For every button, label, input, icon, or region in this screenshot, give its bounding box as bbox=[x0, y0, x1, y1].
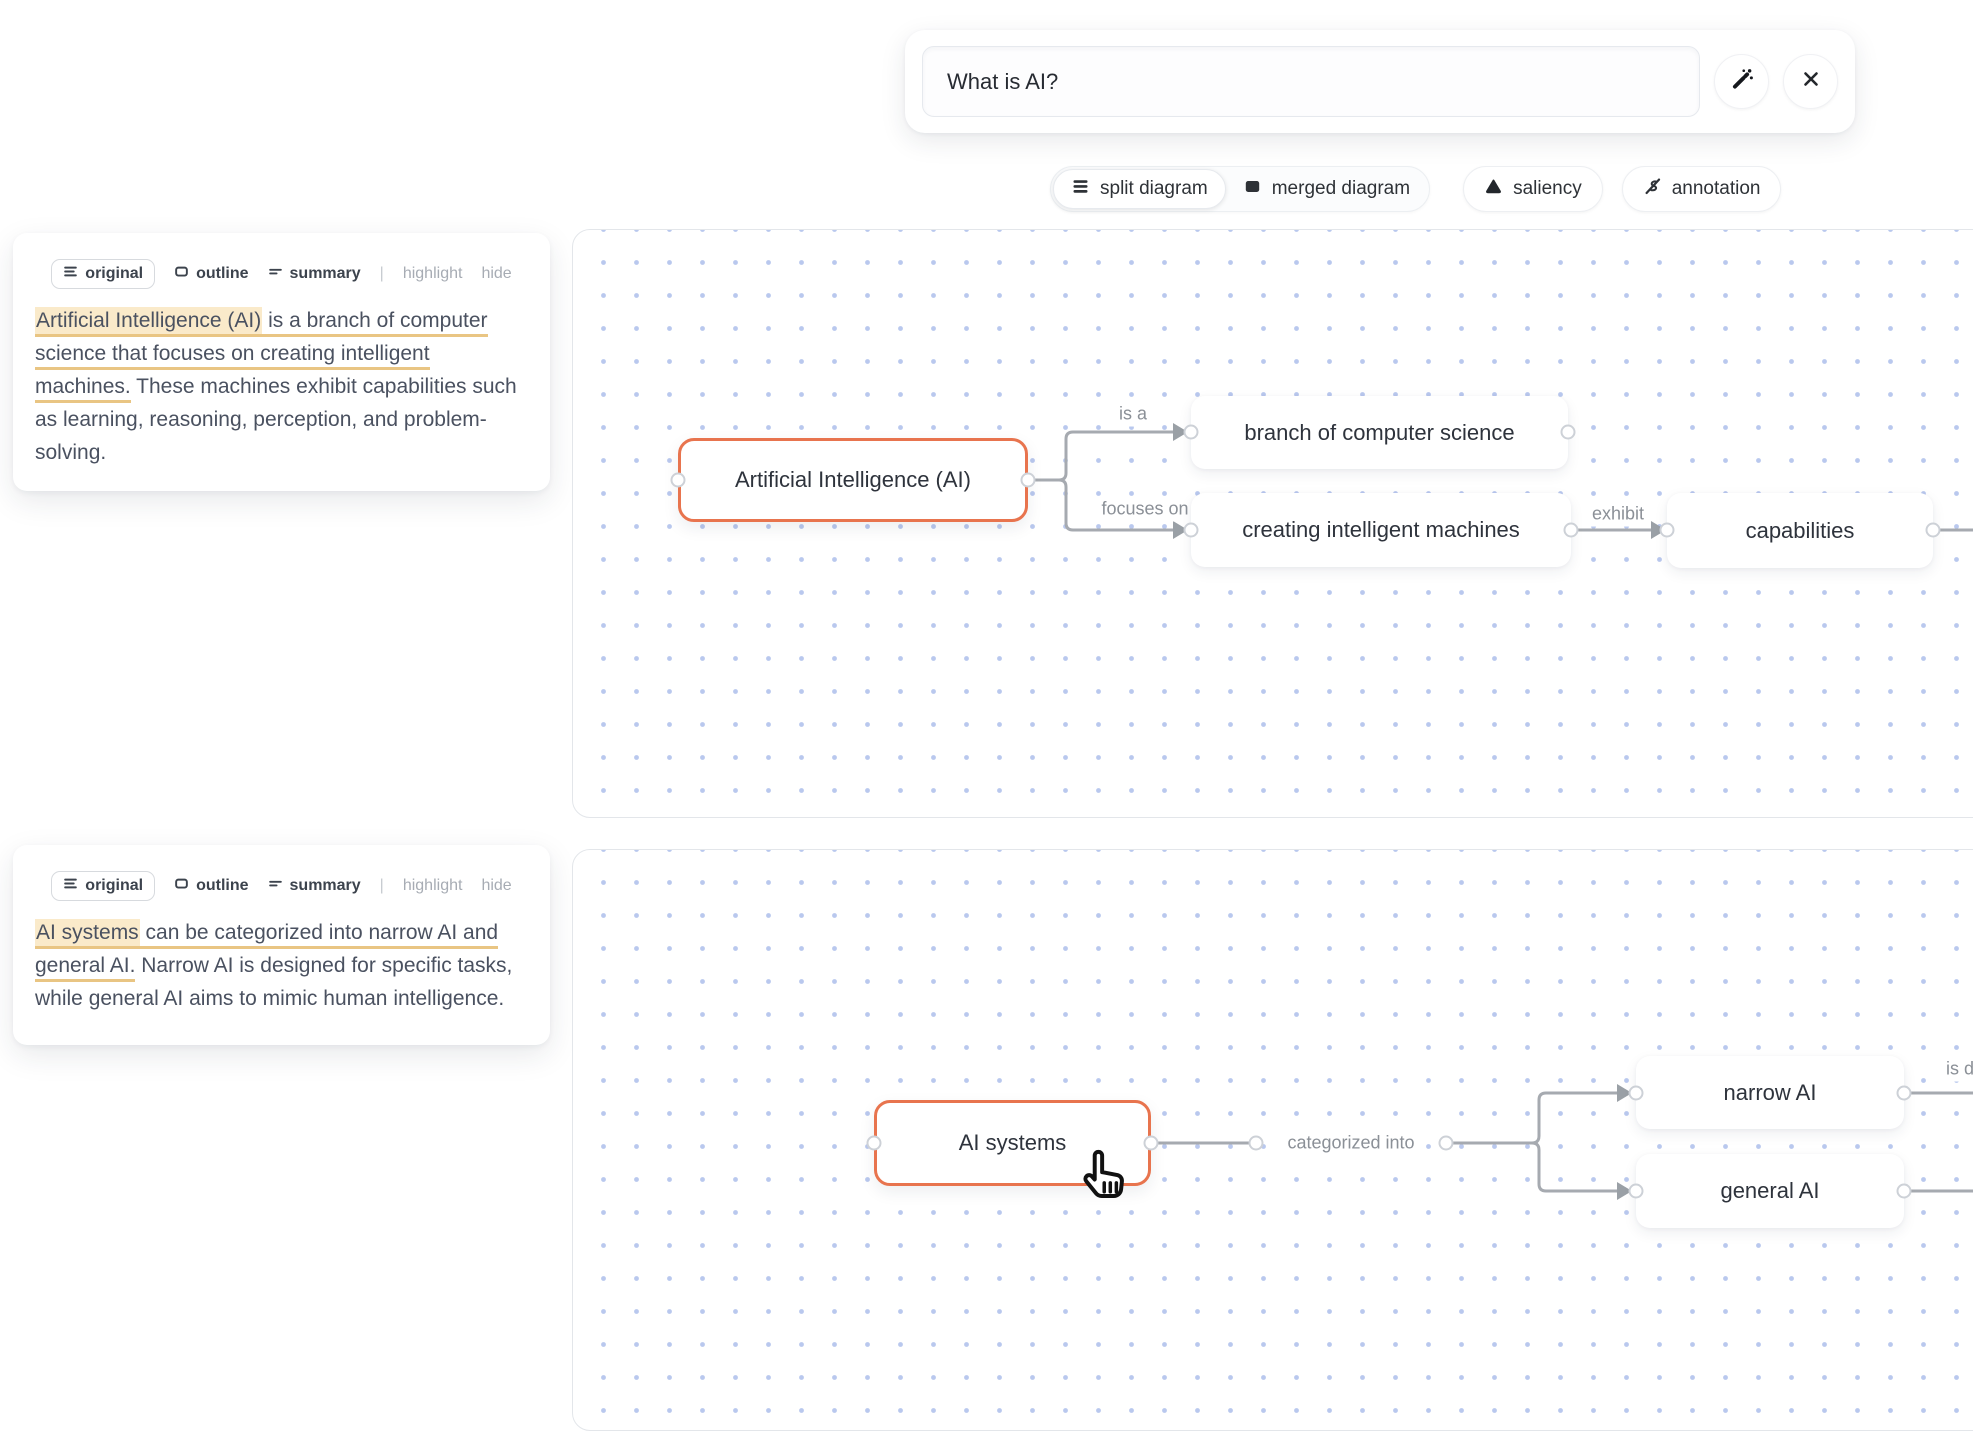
panel-toolbar: original outline summary | highlight hid… bbox=[35, 871, 528, 901]
rows-icon bbox=[1071, 177, 1090, 202]
original-tab[interactable]: original bbox=[51, 259, 156, 289]
diagram-node[interactable]: Artificial Intelligence (AI) bbox=[678, 438, 1028, 522]
outline-square-icon bbox=[174, 264, 189, 284]
outline-label: outline bbox=[196, 265, 249, 282]
triangle-icon bbox=[1484, 177, 1503, 202]
text-segment: These machines exhibit capabilities such… bbox=[35, 375, 517, 464]
diagram-node[interactable]: AI systems bbox=[874, 1100, 1151, 1186]
panel-paragraph: Artificial Intelligence (AI) is a branch… bbox=[35, 304, 528, 469]
filled-square-icon bbox=[1243, 177, 1262, 202]
close-button[interactable] bbox=[1783, 54, 1838, 109]
diagram-node[interactable]: narrow AI bbox=[1636, 1056, 1904, 1129]
outline-square-icon bbox=[174, 876, 189, 896]
edge-label[interactable]: is d bbox=[1939, 1056, 1973, 1082]
highlight-tab[interactable]: highlight bbox=[402, 265, 463, 282]
diagram-mode-group: split diagram merged diagram bbox=[1050, 166, 1431, 212]
text-segment: can be categorized into narrow AI and ge… bbox=[35, 919, 499, 982]
diagram-node[interactable]: general AI bbox=[1636, 1154, 1904, 1228]
original-label: original bbox=[85, 877, 144, 894]
merged-diagram-label: merged diagram bbox=[1271, 178, 1411, 199]
summary-label: summary bbox=[289, 877, 361, 894]
split-diagram-label: split diagram bbox=[1100, 178, 1208, 199]
text-segment: is a branch of computer science that foc… bbox=[35, 307, 488, 403]
magic-wand-button[interactable] bbox=[1714, 54, 1769, 109]
align-lines-icon bbox=[63, 876, 78, 896]
hide-tab[interactable]: hide bbox=[481, 877, 512, 894]
toolbar-divider: | bbox=[379, 877, 384, 894]
summary-lines-icon bbox=[268, 876, 283, 896]
hide-tab[interactable]: hide bbox=[481, 265, 512, 282]
panel-toolbar: original outline summary | highlight hid… bbox=[35, 259, 528, 289]
source-text-panel-2: original outline summary | highlight hid… bbox=[13, 845, 550, 1045]
source-text-panel-1: original outline summary | highlight hid… bbox=[13, 233, 550, 491]
annotation-button[interactable]: annotation bbox=[1621, 166, 1782, 212]
diagram-node[interactable]: capabilities bbox=[1667, 493, 1933, 568]
query-input[interactable] bbox=[922, 46, 1700, 117]
merged-diagram-button[interactable]: merged diagram bbox=[1226, 169, 1427, 209]
split-diagram-button[interactable]: split diagram bbox=[1053, 169, 1226, 209]
summary-label: summary bbox=[289, 265, 361, 282]
view-mode-toolbar: split diagram merged diagram saliency an… bbox=[1050, 166, 1782, 212]
toolbar-divider: | bbox=[379, 265, 384, 282]
panel-paragraph: AI systems can be categorized into narro… bbox=[35, 916, 528, 1015]
original-label: original bbox=[85, 265, 144, 282]
text-segment: AI systems bbox=[35, 919, 140, 949]
diagram-canvas-1[interactable]: Artificial Intelligence (AI) branch of co… bbox=[572, 229, 1973, 818]
edge-label[interactable]: focuses on bbox=[1095, 496, 1195, 522]
outline-tab[interactable]: outline bbox=[174, 264, 249, 284]
annotation-label: annotation bbox=[1671, 178, 1761, 199]
close-icon bbox=[1800, 68, 1822, 95]
saliency-label: saliency bbox=[1513, 178, 1582, 199]
diagram-node[interactable]: creating intelligent machines bbox=[1191, 493, 1571, 567]
text-segment: Narrow AI is designed for specific tasks… bbox=[35, 954, 513, 1010]
summary-lines-icon bbox=[268, 264, 283, 284]
summary-tab[interactable]: summary bbox=[268, 876, 361, 896]
diagram-node[interactable]: branch of computer science bbox=[1191, 396, 1568, 469]
highlight-tab[interactable]: highlight bbox=[402, 877, 463, 894]
text-segment: Artificial Intelligence (AI) bbox=[35, 307, 263, 337]
outline-tab[interactable]: outline bbox=[174, 876, 249, 896]
outline-label: outline bbox=[196, 877, 249, 894]
saliency-button[interactable]: saliency bbox=[1463, 166, 1603, 212]
align-lines-icon bbox=[63, 264, 78, 284]
original-tab[interactable]: original bbox=[51, 871, 156, 901]
query-card bbox=[905, 30, 1855, 133]
grab-hand-cursor bbox=[1076, 1144, 1132, 1211]
pen-slash-icon bbox=[1643, 177, 1662, 202]
edge-label[interactable]: categorized into bbox=[1281, 1130, 1421, 1156]
diagram-canvas-2[interactable]: AI systems narrow AI general AI categorized… bbox=[572, 849, 1973, 1431]
magic-wand-icon bbox=[1730, 67, 1754, 96]
edge-label[interactable]: is a bbox=[1112, 401, 1154, 427]
edge-label[interactable]: exhibit bbox=[1585, 501, 1651, 527]
summary-tab[interactable]: summary bbox=[268, 264, 361, 284]
